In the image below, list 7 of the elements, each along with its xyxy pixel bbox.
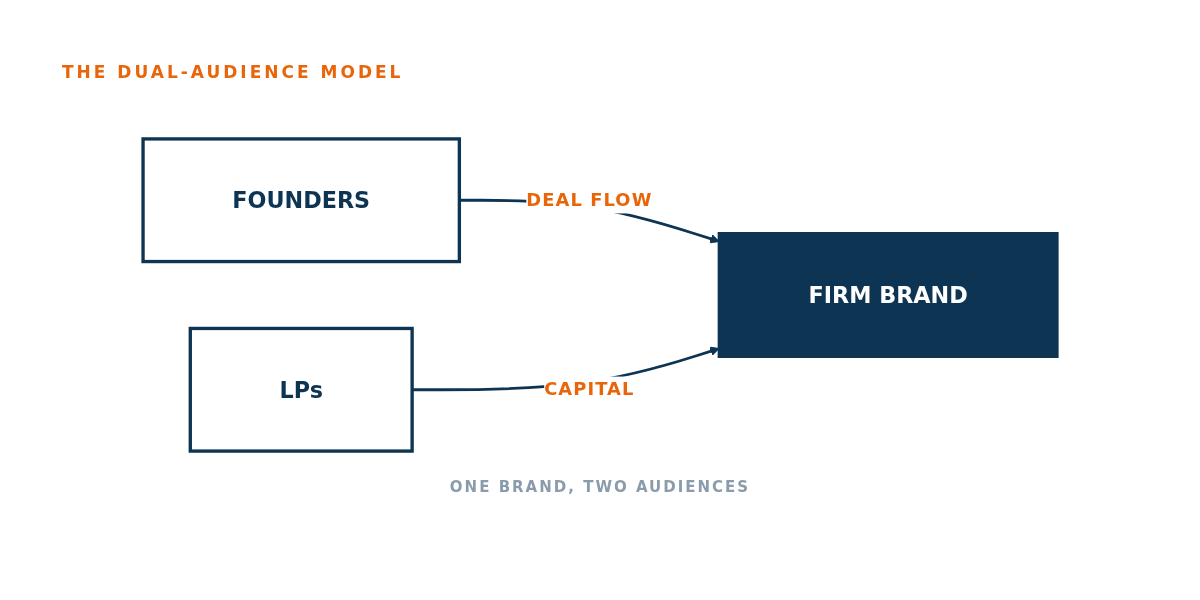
edge-label: DEAL FLOW xyxy=(526,189,653,211)
node-box: LPs xyxy=(188,326,414,453)
diagram-caption: ONE BRAND, TWO AUDIENCES xyxy=(448,478,752,496)
diagram-title: THE DUAL-AUDIENCE MODEL xyxy=(62,62,404,82)
edge-label: CAPITAL xyxy=(544,378,635,400)
node-box: FIRM BRAND xyxy=(717,232,1059,358)
node-box: FOUNDERS xyxy=(141,137,462,264)
